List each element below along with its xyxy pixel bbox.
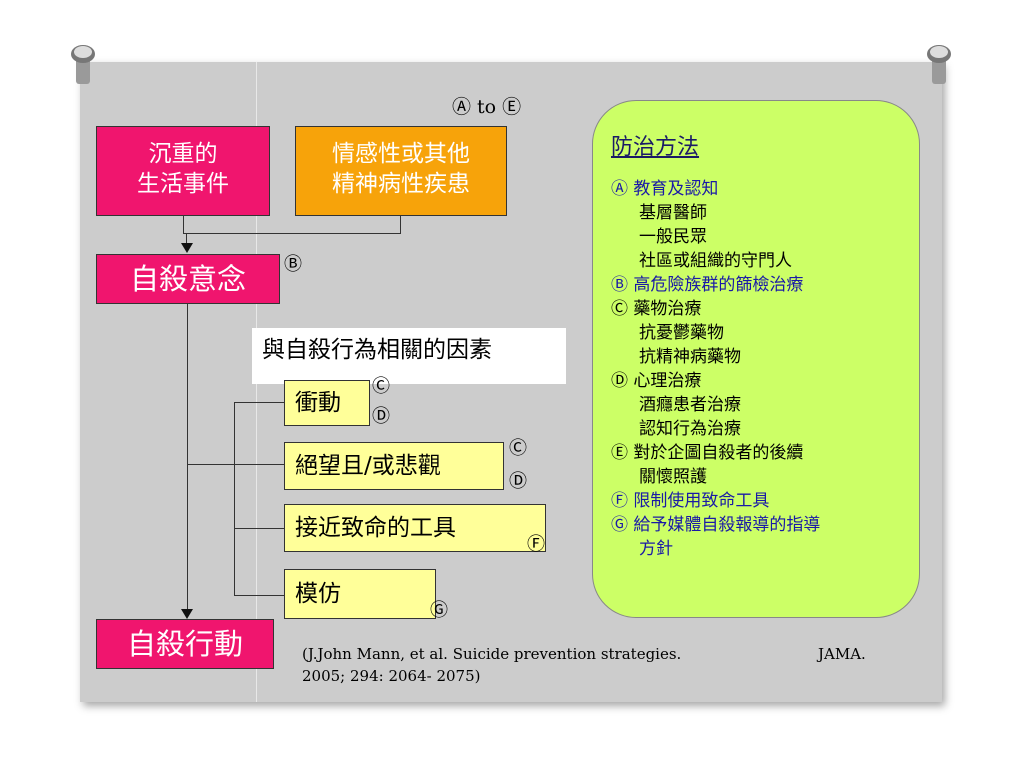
marker-despair-d: Ⓓ — [509, 471, 527, 492]
citation-journal: JAMA. — [818, 645, 866, 663]
prevention-list: Ⓐ 教育及認知基層醫師一般民眾社區或組織的守門人 Ⓑ 高危險族群的篩檢治療 Ⓒ 藥物… — [611, 177, 901, 561]
top-label: Ⓐ to Ⓔ — [452, 96, 522, 118]
illness-line1: 情感性或其他 — [332, 141, 470, 167]
marker-lethal-f: Ⓕ — [527, 534, 545, 555]
prevention-item: 社區或組織的守門人 — [639, 251, 792, 271]
lethal-means-box: 接近致命的工具 — [284, 504, 546, 552]
citation-line1: (J.John Mann, et al. Suicide prevention … — [302, 645, 682, 663]
marker-b: Ⓑ — [284, 254, 302, 275]
bracket-to-imitation — [234, 595, 284, 596]
marker-imitation-g: Ⓖ — [430, 600, 448, 621]
action-box: 自殺行動 — [96, 619, 274, 669]
prevention-title: 防治方法 — [611, 135, 700, 160]
bracket-to-despair — [234, 464, 284, 465]
right-pin-icon — [927, 45, 951, 84]
factor-title: 與自殺行為相關的因素 — [252, 328, 566, 384]
prevention-item: 基層醫師 — [639, 203, 707, 223]
bracket-to-lethal — [234, 528, 284, 529]
prevention-item: Ⓒ 藥物治療 — [611, 299, 702, 319]
prevention-item: 抗精神病藥物 — [639, 347, 741, 367]
life-event-box: 沉重的 生活事件 — [96, 126, 270, 216]
prevention-item: Ⓖ 給予媒體自殺報導的指導 — [611, 515, 821, 535]
connector-event-down — [183, 216, 184, 234]
prevention-item: 方針 — [639, 539, 673, 559]
marker-impulse-c: Ⓒ — [372, 376, 390, 397]
citation-line2: 2005; 294: 2064- 2075) — [302, 667, 481, 685]
connector-to-ideation — [186, 233, 187, 245]
prevention-item: 抗憂鬱藥物 — [639, 323, 724, 343]
connector-illness-down — [400, 216, 401, 234]
trunk-line — [187, 304, 188, 612]
prevention-item: Ⓑ 高危險族群的篩檢治療 — [611, 275, 804, 295]
citation: (J.John Mann, et al. Suicide prevention … — [302, 643, 872, 687]
impulse-box: 衝動 — [284, 380, 370, 426]
illness-box: 情感性或其他 精神病性疾患 — [295, 126, 507, 216]
despair-box: 絕望且/或悲觀 — [284, 442, 504, 490]
life-event-line2: 生活事件 — [137, 171, 229, 197]
prevention-panel: 防治方法 Ⓐ 教育及認知基層醫師一般民眾社區或組織的守門人 Ⓑ 高危險族群的篩檢治… — [592, 100, 920, 618]
prevention-item: 關懷照護 — [639, 467, 707, 487]
connector-join — [183, 233, 401, 234]
trunk-branch — [187, 464, 235, 465]
imitation-box: 模仿 — [284, 569, 436, 619]
arrow-down-icon — [181, 243, 193, 253]
life-event-line1: 沉重的 — [148, 141, 218, 167]
ideation-box: 自殺意念 — [96, 254, 280, 304]
marker-impulse-d: Ⓓ — [372, 406, 390, 427]
bracket-to-impulse — [234, 402, 284, 403]
prevention-item: Ⓕ 限制使用致命工具 — [611, 491, 770, 511]
bracket-vertical — [234, 402, 235, 596]
prevention-item: Ⓔ 對於企圖自殺者的後續 — [611, 443, 804, 463]
prevention-item: 認知行為治療 — [639, 419, 741, 439]
prevention-item: Ⓐ 教育及認知 — [611, 179, 719, 199]
illness-line2: 精神病性疾患 — [332, 171, 470, 197]
prevention-item: 酒癮患者治療 — [639, 395, 741, 415]
prevention-item: Ⓓ 心理治療 — [611, 371, 702, 391]
prevention-item: 一般民眾 — [639, 227, 707, 247]
marker-despair-c: Ⓒ — [509, 438, 527, 459]
arrow-down-icon — [181, 609, 193, 619]
left-pin-icon — [71, 45, 95, 84]
